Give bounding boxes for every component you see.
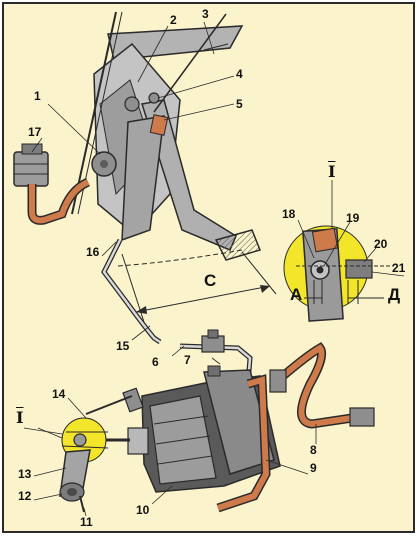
callout-4: 4 — [236, 67, 243, 81]
dimension-c-label: С — [204, 271, 217, 290]
callout-3: 3 — [202, 7, 209, 21]
hose-8 — [274, 344, 353, 428]
callout-16: 16 — [86, 245, 100, 259]
detail-I-view — [283, 225, 394, 322]
detail-marker-top: I — [328, 162, 336, 181]
clutch-pedal — [141, 99, 262, 261]
pedal-travel-dimension — [117, 249, 277, 323]
dimension-a-label: А — [290, 285, 303, 304]
leader-lines — [23, 21, 405, 517]
callout-14: 14 — [52, 387, 66, 401]
diagram-frame: 1 2 3 4 5 6 7 8 9 10 11 12 13 14 15 16 1… — [2, 2, 415, 533]
callout-19: 19 — [346, 211, 360, 225]
callout-1: 1 — [34, 89, 41, 103]
clutch-housing — [98, 369, 281, 493]
callout-20: 20 — [374, 237, 388, 251]
callout-7: 7 — [184, 353, 191, 367]
callout-12: 12 — [18, 489, 32, 503]
callout-5: 5 — [236, 97, 243, 111]
clutch-hydraulic-drive-drawing — [13, 11, 405, 517]
hose-end-fitting — [349, 407, 375, 427]
callout-6: 6 — [152, 355, 159, 369]
callout-17: 17 — [28, 125, 42, 139]
callout-15: 15 — [116, 339, 130, 353]
callout-21: 21 — [392, 261, 406, 275]
hydraulic-pipe — [101, 238, 253, 385]
callout-10: 10 — [136, 503, 150, 517]
detail-I-fork-view — [59, 387, 144, 513]
master-cylinder — [91, 92, 169, 242]
reservoir — [13, 143, 49, 187]
hose-9 — [217, 376, 270, 511]
callout-9: 9 — [310, 461, 317, 475]
reservoir-hose — [29, 179, 90, 224]
dimension-d-label: Д — [388, 285, 401, 304]
callout-11: 11 — [80, 515, 93, 529]
callout-2: 2 — [170, 13, 177, 27]
callout-8: 8 — [310, 443, 317, 457]
callout-18: 18 — [282, 207, 296, 221]
callout-13: 13 — [18, 467, 32, 481]
detail-marker-bottom: I — [16, 408, 24, 427]
